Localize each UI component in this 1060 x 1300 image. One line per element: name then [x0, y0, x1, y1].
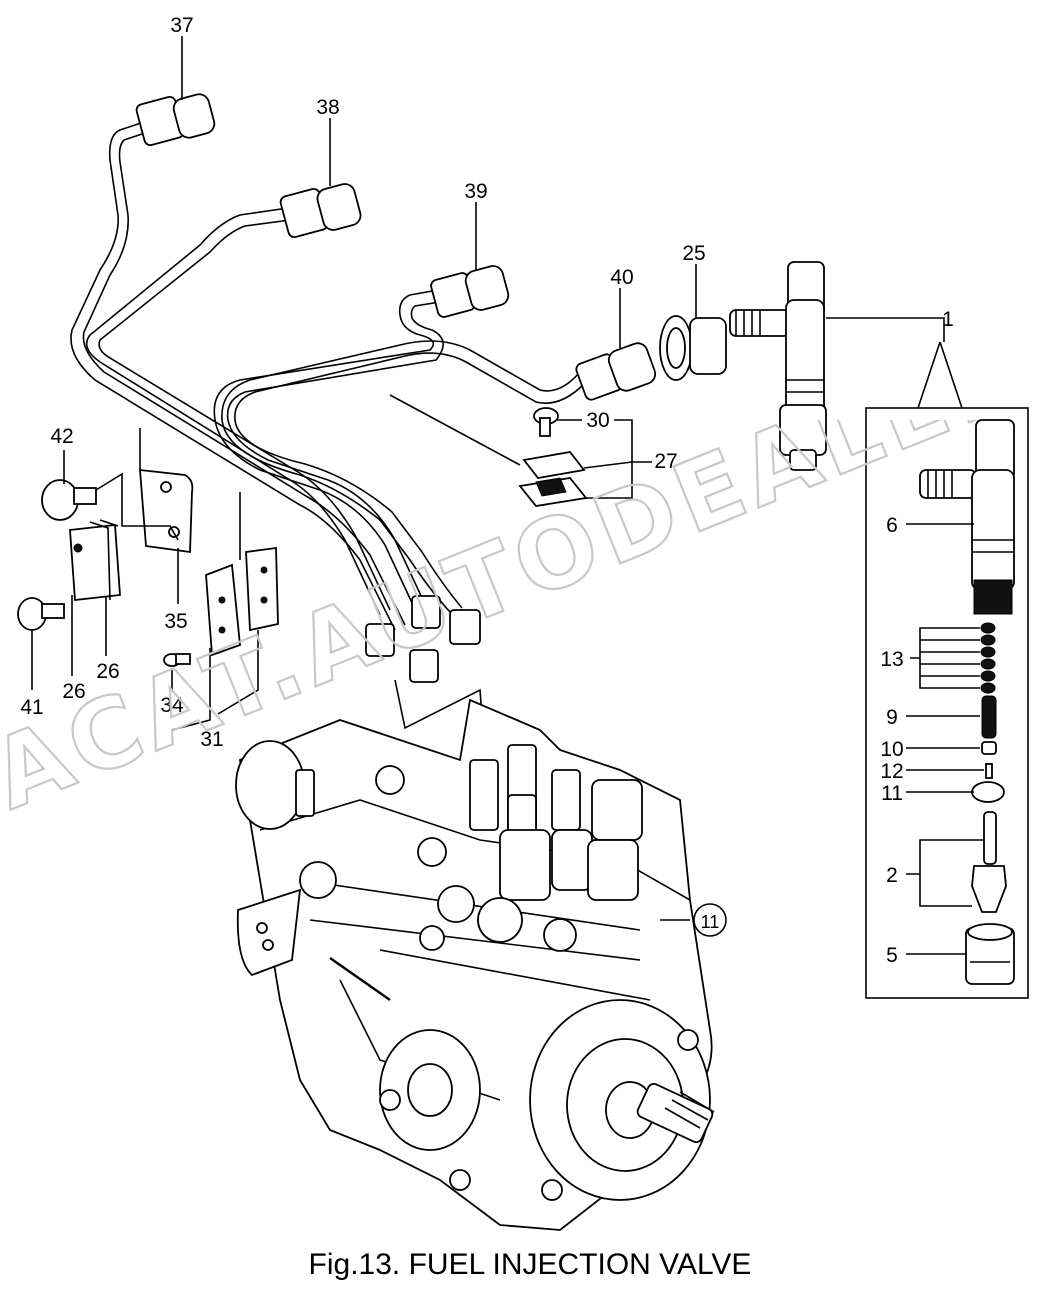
figure-caption: Fig.13. FUEL INJECTION VALVE	[308, 1248, 752, 1281]
pin-12	[985, 763, 993, 779]
nozzle-holder-6	[919, 419, 1015, 615]
callout-34: 34	[160, 694, 184, 717]
callout-26-lower: 26	[62, 680, 85, 703]
bolt-41	[17, 597, 65, 631]
callout-35: 35	[164, 610, 187, 633]
spring-9	[981, 695, 997, 739]
callout-37: 37	[170, 14, 193, 37]
callout-11-detail: 11	[881, 782, 903, 805]
pipe-nut-40	[575, 342, 657, 401]
callout-6: 6	[886, 514, 898, 537]
callout-30: 30	[586, 409, 609, 432]
nozzle-2	[971, 811, 1007, 913]
clamp-26	[69, 519, 121, 601]
callout-39: 39	[464, 180, 487, 203]
pipe-nut-38	[279, 183, 362, 239]
injector-assembly-1	[729, 261, 827, 471]
bracket-35	[139, 468, 194, 554]
callout-11-pump: 11	[701, 912, 720, 932]
callout-5: 5	[886, 944, 898, 967]
callout-9: 9	[886, 706, 898, 729]
leader-lines	[31, 36, 984, 955]
fuel-pipes	[70, 119, 585, 761]
nozzle-nut-5	[965, 923, 1015, 985]
clamp-27	[518, 451, 588, 507]
bolt-30	[533, 407, 559, 437]
pipe-lower-nuts	[365, 595, 481, 683]
callout-40: 40	[610, 266, 633, 289]
callout-12: 12	[880, 760, 903, 783]
distance-piece-11	[971, 781, 1005, 803]
callout-38: 38	[316, 96, 339, 119]
injector-detail-box	[865, 341, 1029, 999]
callout-25: 25	[682, 242, 705, 265]
spring-seat-10	[981, 741, 997, 755]
callout-31: 31	[200, 728, 223, 751]
shims-13	[980, 622, 996, 694]
callout-labels: 37 38 39 40 25 1 30 27 42 35 26 26 41 34…	[20, 14, 954, 967]
screw-34	[163, 653, 191, 667]
callout-27: 27	[654, 450, 677, 473]
bolt-42	[41, 479, 97, 521]
injection-pump-11	[235, 698, 715, 1231]
pipe-nut-37	[135, 93, 216, 147]
pipe-nut-39	[430, 265, 510, 318]
callout-10: 10	[880, 738, 903, 761]
callout-13: 13	[880, 648, 903, 671]
callout-1: 1	[942, 308, 954, 331]
grommet-25	[659, 315, 727, 381]
callout-26-upper: 26	[96, 660, 119, 683]
callout-2: 2	[886, 864, 898, 887]
callout-41: 41	[20, 696, 43, 719]
callout-42: 42	[50, 425, 73, 448]
clamp-31	[205, 546, 279, 657]
